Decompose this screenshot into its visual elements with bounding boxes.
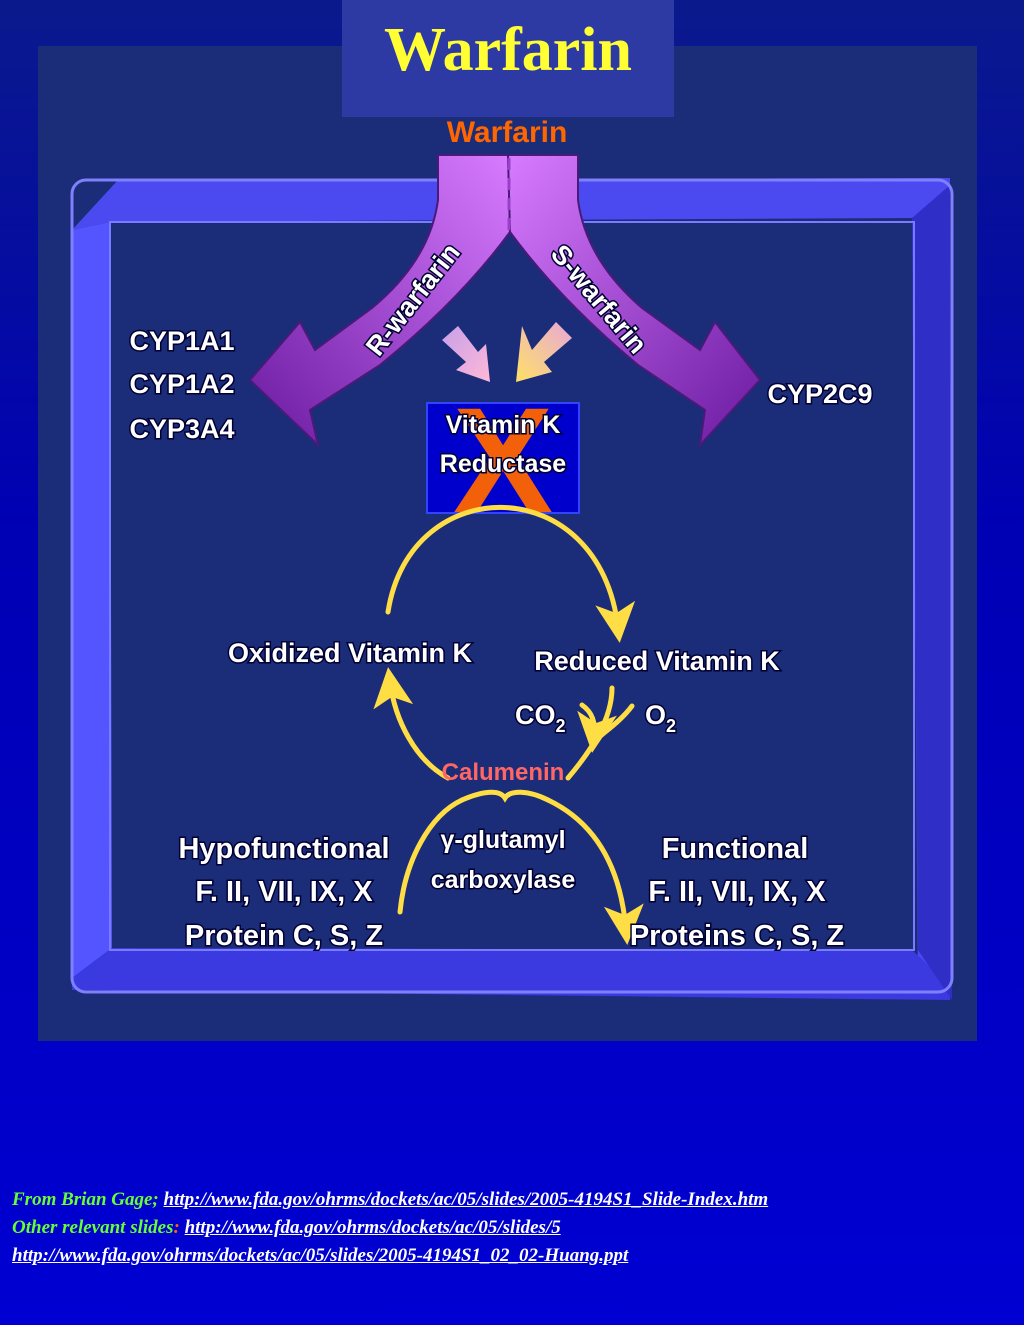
inhibition-arrows bbox=[442, 322, 572, 382]
func-proteins: Proteins C, S, Z bbox=[630, 920, 844, 952]
r-enzyme-3: CYP3A4 bbox=[129, 414, 234, 444]
oxidized-vitamin-k: Oxidized Vitamin K bbox=[228, 638, 473, 668]
reductase-line1: Vitamin K bbox=[446, 411, 561, 439]
hypo-proteins: Protein C, S, Z bbox=[185, 920, 383, 952]
functional-arrow bbox=[545, 797, 644, 945]
func-factors: F. II, VII, IX, X bbox=[648, 876, 826, 908]
s-inhibit-arrow bbox=[516, 322, 572, 382]
footer-credit: From Brian Gage; bbox=[12, 1189, 164, 1210]
s-enzyme: CYP2C9 bbox=[767, 379, 872, 409]
carboxylase-line2: carboxylase bbox=[431, 866, 576, 894]
r-enzyme-1: CYP1A1 bbox=[129, 326, 234, 356]
s-warfarin-arrow bbox=[506, 154, 762, 449]
func-title: Functional bbox=[662, 833, 809, 865]
r-warfarin-arrow bbox=[248, 154, 512, 449]
co2-o2-branch bbox=[577, 702, 617, 753]
r-enzyme-2: CYP1A2 bbox=[129, 369, 234, 399]
footer-related-label: Other relevant slides bbox=[12, 1217, 174, 1238]
enzyme-cap bbox=[459, 789, 551, 803]
hypofunctional-block: Hypofunctional F. II, VII, IX, X Protein… bbox=[177, 832, 391, 954]
calumenin-label: Calumenin bbox=[442, 759, 565, 786]
warfarin-split-arrows bbox=[248, 154, 762, 449]
r-inhibit-arrow bbox=[442, 326, 490, 382]
r-enzyme-list: CYP1A1 CYP1A2 CYP3A4 bbox=[128, 325, 236, 446]
warfarin-label: Warfarin bbox=[447, 116, 568, 149]
slide-title: Warfarin bbox=[342, 0, 674, 117]
o2-label: O2 bbox=[645, 700, 676, 736]
inhibit-mark: X bbox=[453, 376, 553, 544]
o2-branch bbox=[593, 703, 635, 743]
footer-line-3: http://www.fda.gov/ohrms/dockets/ac/05/s… bbox=[12, 1242, 1012, 1270]
functional-block: Functional F. II, VII, IX, X Proteins C,… bbox=[628, 832, 845, 954]
carboxylase-line1: γ-glutamyl bbox=[440, 826, 565, 854]
related-slides-link[interactable]: http://www.fda.gov/ohrms/dockets/ac/05/s… bbox=[184, 1217, 561, 1238]
footer-line-1: From Brian Gage; http://www.fda.gov/ohrm… bbox=[12, 1186, 1012, 1214]
oxidation-arrow bbox=[373, 667, 451, 781]
huang-ppt-link[interactable]: http://www.fda.gov/ohrms/dockets/ac/05/s… bbox=[12, 1245, 629, 1266]
reduction-arrow bbox=[385, 504, 636, 643]
hypofunctional-arrow bbox=[397, 797, 465, 915]
hypo-title: Hypofunctional bbox=[178, 833, 389, 865]
vitamin-k-cycle bbox=[373, 504, 644, 945]
reduced-vitamin-k: Reduced Vitamin K bbox=[534, 646, 780, 676]
slide-index-link[interactable]: http://www.fda.gov/ohrms/dockets/ac/05/s… bbox=[163, 1189, 769, 1210]
footer-line-2: Other relevant slides: http://www.fda.go… bbox=[12, 1214, 1012, 1242]
footer-separator: : bbox=[173, 1217, 185, 1238]
source-footer: From Brian Gage; http://www.fda.gov/ohrm… bbox=[12, 1186, 1012, 1270]
vitamin-k-reductase-box bbox=[426, 402, 580, 514]
co2-label: CO2 bbox=[515, 700, 566, 736]
reductase-line2: Reductase bbox=[440, 450, 567, 478]
hypo-factors: F. II, VII, IX, X bbox=[195, 876, 373, 908]
